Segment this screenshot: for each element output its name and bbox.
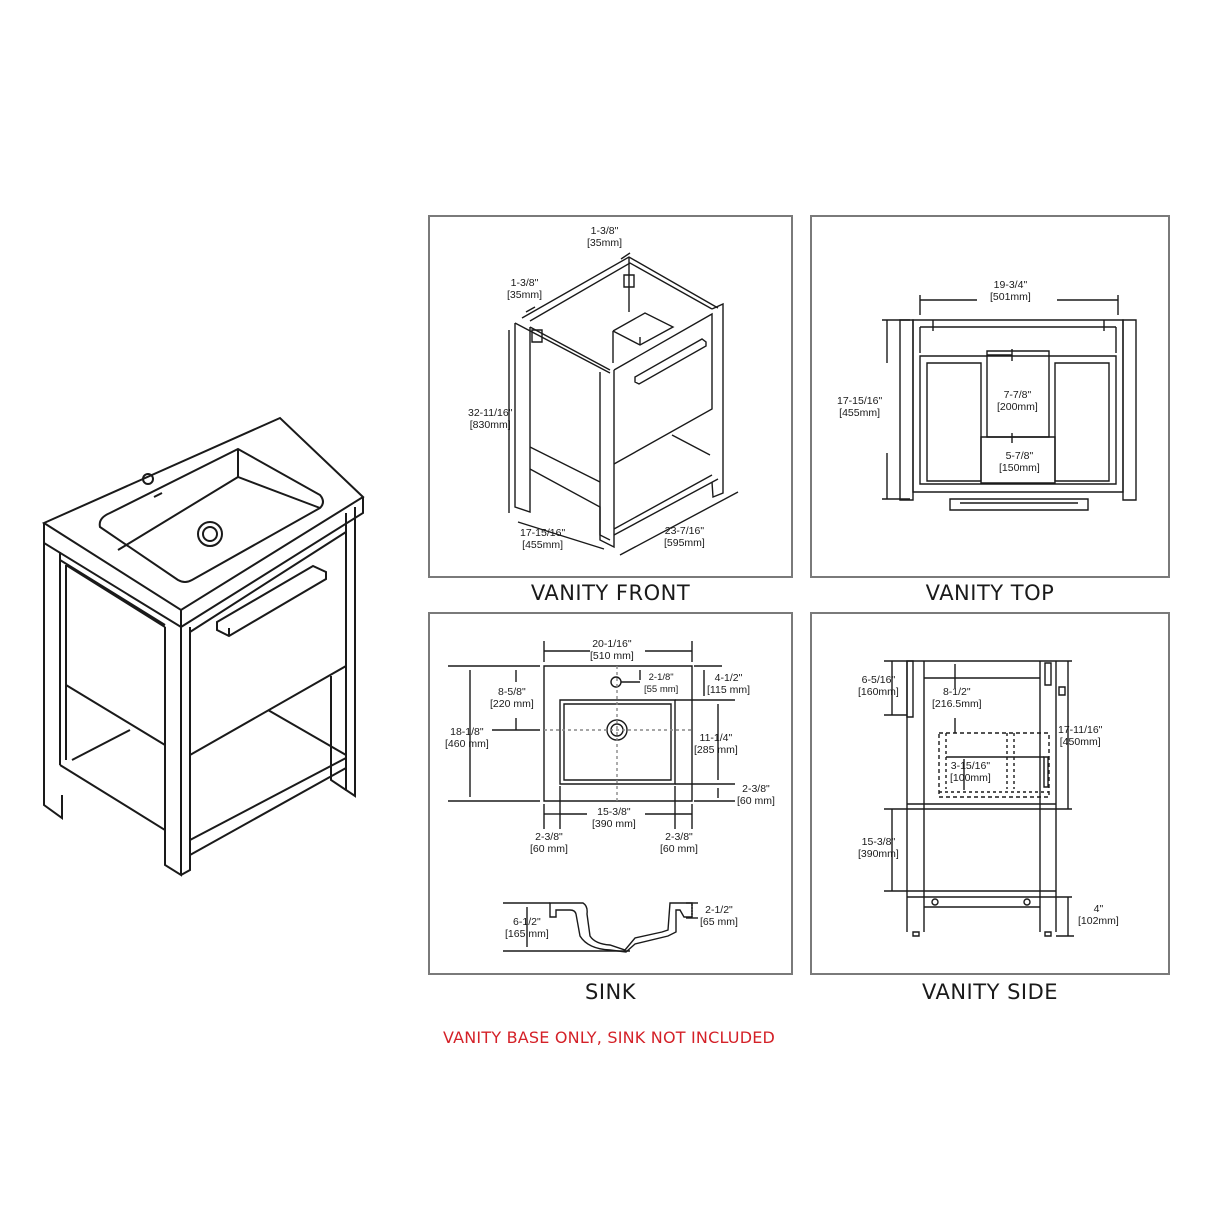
dim-label: 8-5/8"[220 mm]: [490, 686, 534, 710]
dim-metric: [390mm]: [858, 848, 899, 860]
dim-imperial: 1-3/8": [590, 225, 619, 237]
dim-label: 5-7/8"[150mm]: [999, 450, 1040, 474]
dim-metric: [216.5mm]: [932, 698, 982, 710]
sink-drawing: [430, 614, 791, 973]
dim-metric: [102mm]: [1078, 915, 1119, 927]
dim-label: 7-7/8"[200mm]: [997, 389, 1038, 413]
dim-imperial: 1-3/8": [510, 277, 539, 289]
dim-metric: [60 mm]: [737, 795, 775, 807]
dim-imperial: 4-1/2": [714, 672, 743, 684]
dim-metric: [220 mm]: [490, 698, 534, 710]
dim-label: 1-3/8"[35mm]: [507, 277, 542, 301]
dim-imperial: 2-3/8": [665, 831, 693, 843]
dim-imperial: 6-1/2": [513, 916, 541, 928]
dim-label: 3-15/16"[100mm]: [950, 760, 991, 784]
dim-imperial: 17-15/16": [837, 395, 883, 407]
dim-label: 2-3/8"[60 mm]: [530, 831, 568, 855]
dim-metric: [35mm]: [587, 237, 623, 249]
vanity-front-drawing: [430, 217, 791, 576]
dim-imperial: 11-1/4": [699, 732, 733, 744]
dim-metric: [390 mm]: [592, 818, 636, 830]
dim-imperial: 8-5/8": [498, 686, 526, 698]
dim-metric: [285 mm]: [694, 744, 738, 756]
dim-imperial: 18-1/8": [450, 726, 484, 738]
vanity-isometric-illustration: [30, 400, 410, 905]
panel-vanity-top: 19-3/4"[501mm] 17-15/16"[455mm] 7-7/8"[2…: [810, 215, 1170, 578]
dim-label: 19-3/4"[501mm]: [990, 279, 1031, 303]
dim-imperial: 15-3/8": [597, 806, 631, 818]
dim-imperial: 20-1/16": [592, 638, 632, 650]
dim-label: 20-1/16"[510 mm]: [590, 638, 634, 662]
dim-label: 4"[102mm]: [1078, 903, 1119, 927]
dim-label: 17-15/16"[455mm]: [520, 527, 565, 551]
dim-metric: [510 mm]: [590, 650, 634, 662]
caption-vanity-top: VANITY TOP: [925, 581, 1055, 605]
dim-metric: [595mm]: [664, 537, 705, 549]
dim-label: 17-15/16"[455mm]: [837, 395, 882, 419]
dim-metric: [60 mm]: [530, 843, 568, 855]
dim-metric: [160mm]: [858, 686, 899, 698]
panel-vanity-side: 6-5/16"[160mm] 8-1/2"[216.5mm] 17-11/16"…: [810, 612, 1170, 975]
dim-imperial: 6-5/16": [861, 674, 896, 686]
dim-label: 18-1/8"[460 mm]: [445, 726, 489, 750]
dim-label: 32-11/16"[830mm]: [468, 407, 512, 431]
dim-metric: [460 mm]: [445, 738, 489, 750]
dim-metric: [60 mm]: [660, 843, 698, 855]
dim-imperial: 3-15/16": [950, 760, 991, 772]
dim-metric: [200mm]: [997, 401, 1038, 413]
dim-metric: [165 mm]: [505, 928, 549, 940]
dim-imperial: 8-1/2": [942, 686, 971, 698]
dim-imperial: 17-15/16": [520, 527, 566, 539]
dim-metric: [501mm]: [990, 291, 1031, 303]
dim-label: 6-5/16"[160mm]: [858, 674, 899, 698]
dim-metric: [55 mm]: [644, 684, 679, 695]
dim-imperial: 2-3/8": [535, 831, 563, 843]
dim-metric: [35mm]: [507, 289, 543, 301]
dim-label: 4-1/2"[115 mm]: [707, 672, 750, 696]
dim-imperial: 2-1/2": [705, 904, 733, 916]
vanity-top-drawing: [812, 217, 1168, 576]
caption-vanity-front: VANITY FRONT: [530, 581, 691, 605]
dim-imperial: 23-7/16": [664, 525, 705, 537]
caption-sink: SINK: [584, 980, 636, 1004]
dim-imperial: 4": [1093, 903, 1104, 915]
dim-metric: [455mm]: [839, 407, 881, 419]
dim-label: 2-1/2"[65 mm]: [700, 904, 738, 928]
dim-metric: [100mm]: [950, 772, 991, 784]
vanity-isometric-drawing: [30, 400, 410, 900]
dim-label: 2-1/8"[55 mm]: [644, 672, 678, 696]
dim-imperial: 5-7/8": [1005, 450, 1034, 462]
caption-vanity-side: VANITY SIDE: [921, 980, 1059, 1004]
dim-metric: [150mm]: [999, 462, 1040, 474]
dim-imperial: 2-1/8": [648, 672, 674, 683]
dim-imperial: 17-11/16": [1058, 724, 1103, 736]
vanity-side-drawing: [812, 614, 1168, 973]
dim-imperial: 7-7/8": [1003, 389, 1032, 401]
dim-metric: [830mm]: [469, 419, 511, 431]
dim-label: 17-11/16"[450mm]: [1058, 724, 1102, 748]
dim-label: 15-3/8"[390 mm]: [592, 806, 636, 830]
panel-vanity-front: 1-3/8"[35mm] 1-3/8"[35mm] 32-11/16"[830m…: [428, 215, 793, 578]
dim-label: 6-1/2"[165 mm]: [505, 916, 549, 940]
dim-imperial: 15-3/8": [861, 836, 896, 848]
dim-label: 15-3/8"[390mm]: [858, 836, 899, 860]
dim-label: 23-7/16"[595mm]: [664, 525, 705, 549]
panel-sink: 20-1/16"[510 mm] 2-1/8"[55 mm] 4-1/2"[11…: [428, 612, 793, 975]
dim-label: 8-1/2"[216.5mm]: [932, 686, 982, 710]
dim-metric: [65 mm]: [700, 916, 738, 928]
sink-not-included-note: VANITY BASE ONLY, SINK NOT INCLUDED: [443, 1028, 776, 1047]
dim-imperial: 32-11/16": [468, 407, 513, 419]
dim-metric: [115 mm]: [707, 684, 750, 696]
dim-label: 11-1/4"[285 mm]: [694, 732, 738, 756]
dim-imperial: 19-3/4": [993, 279, 1028, 291]
dim-imperial: 2-3/8": [742, 783, 770, 795]
dim-metric: [450mm]: [1059, 736, 1101, 748]
dim-label: 2-3/8"[60 mm]: [737, 783, 775, 807]
dim-label: 1-3/8"[35mm]: [587, 225, 622, 249]
dim-metric: [455mm]: [522, 539, 564, 551]
dim-label: 2-3/8"[60 mm]: [660, 831, 698, 855]
